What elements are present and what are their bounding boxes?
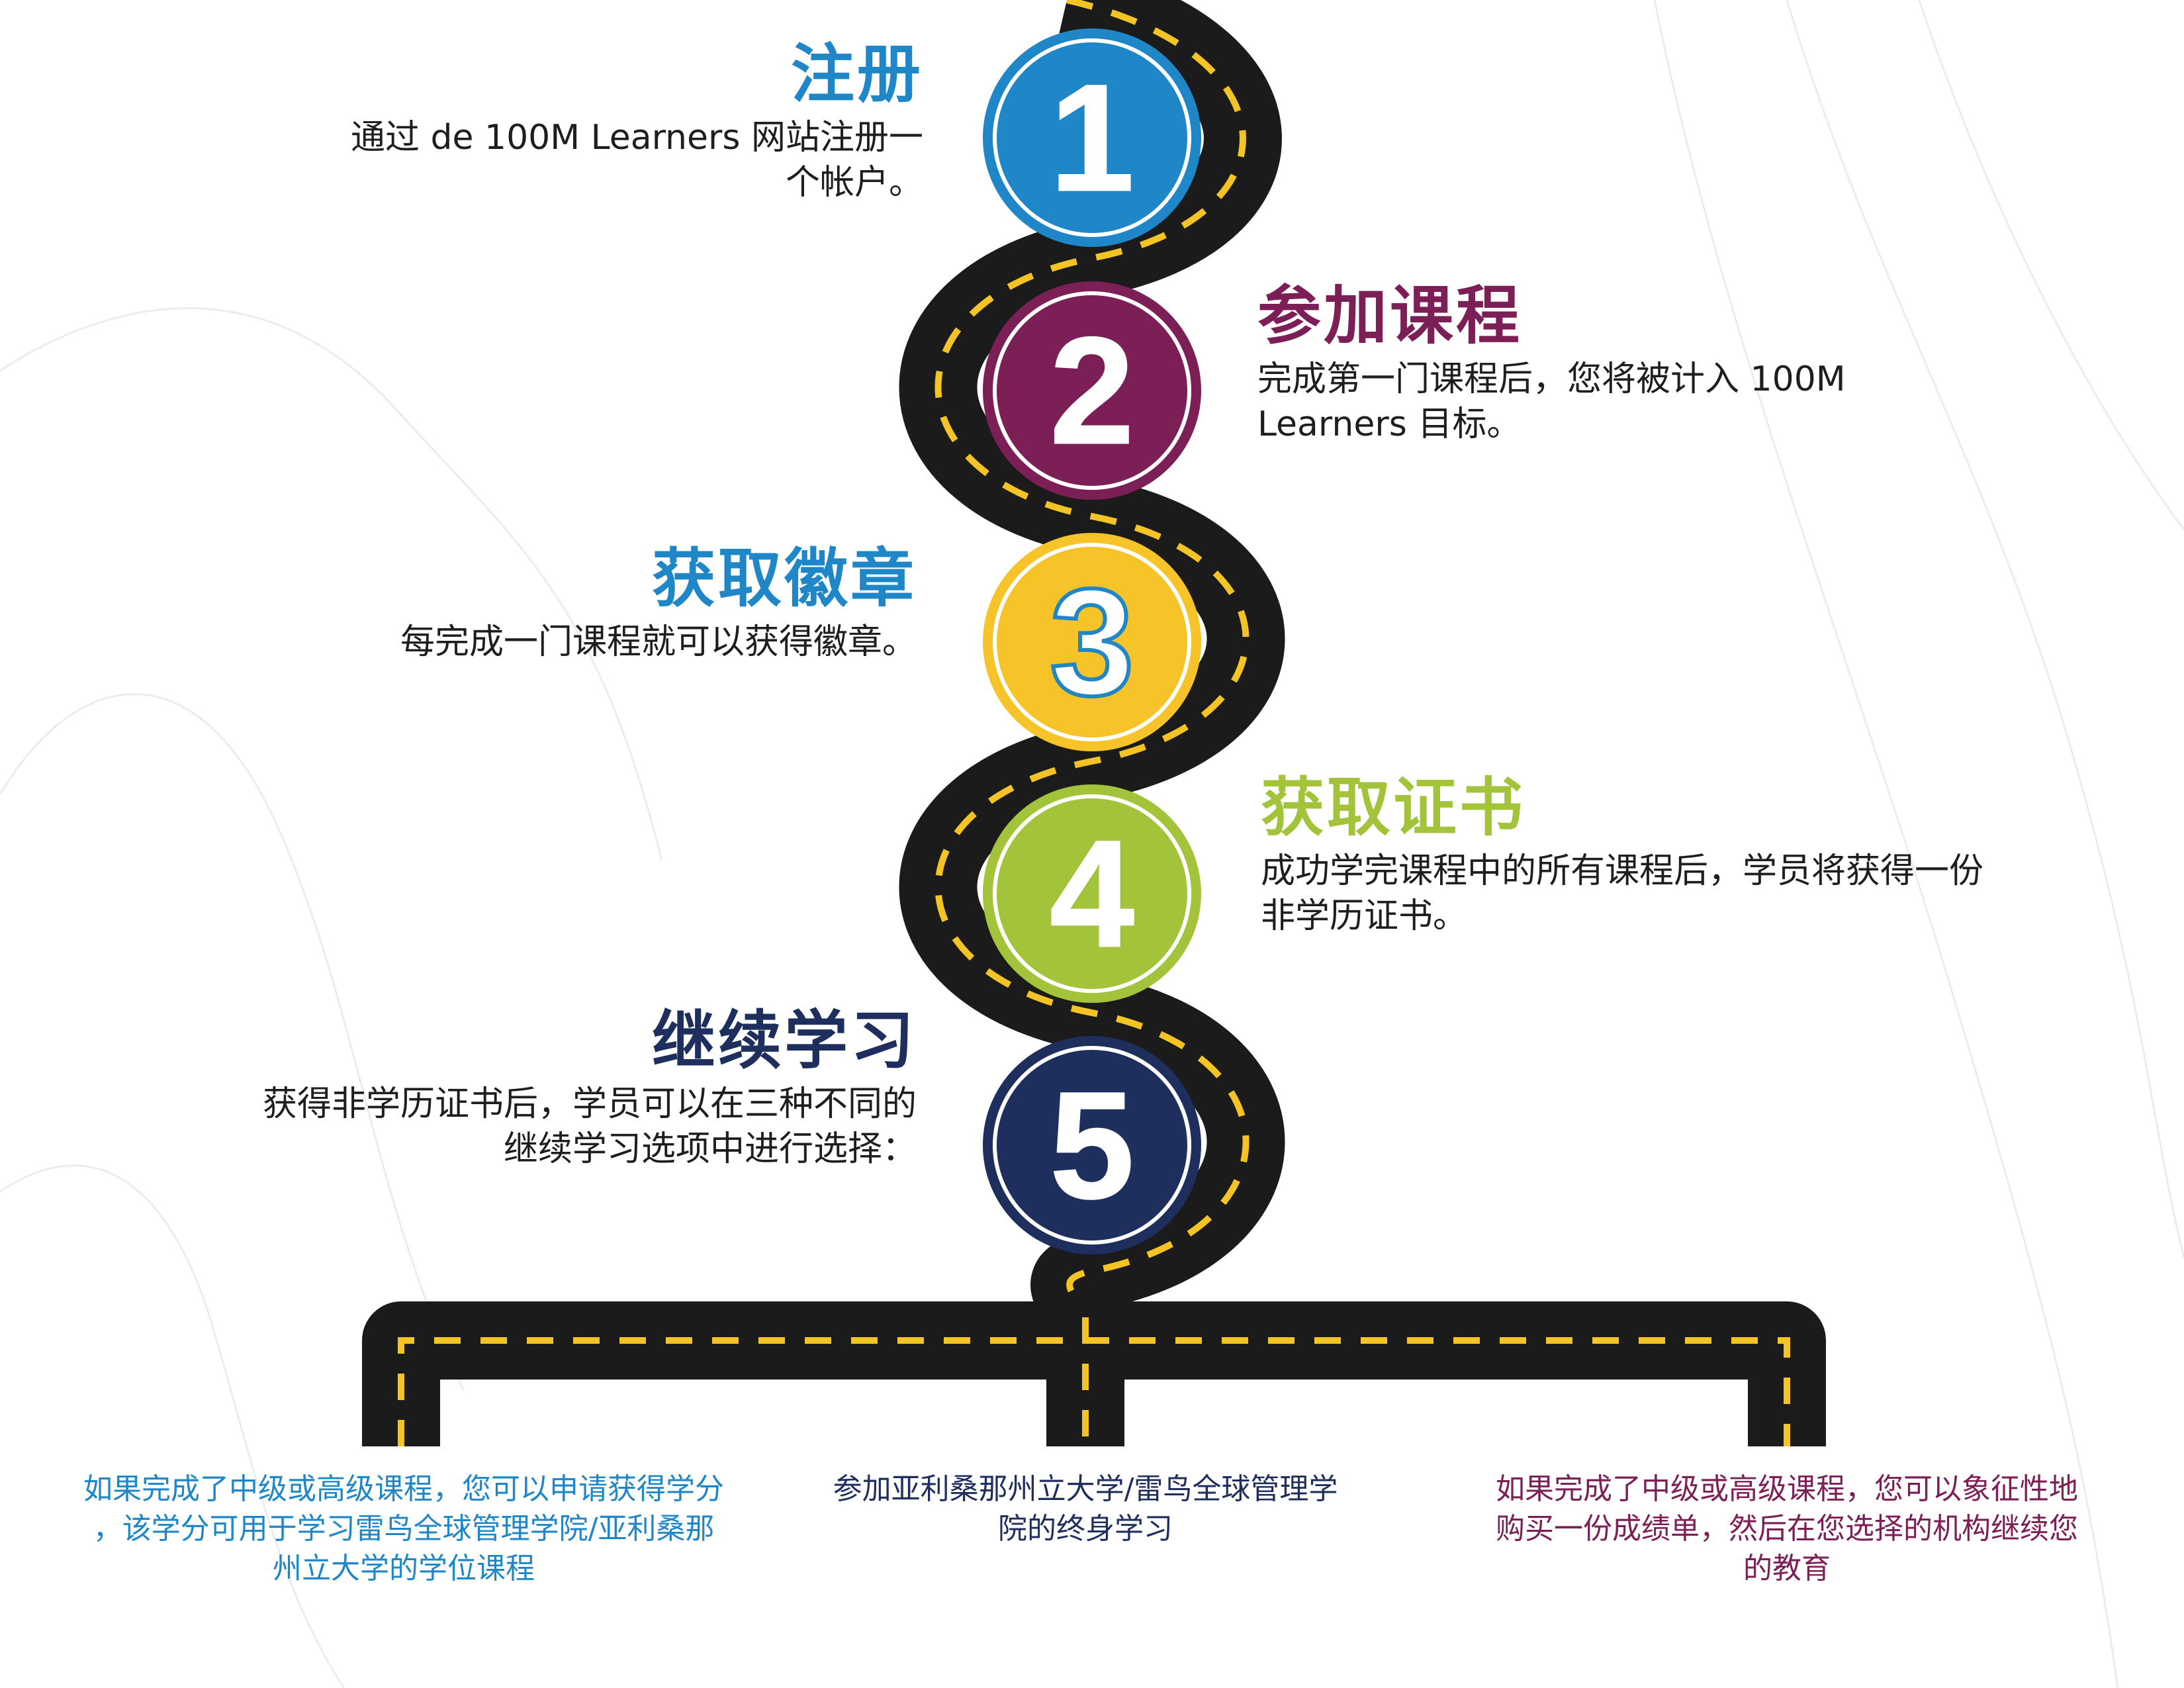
step-2-description: 完成第一门课程后，您将被计入 100M Learners 目标。	[1257, 359, 1846, 445]
step-4-title: 获取证书	[1261, 771, 1525, 845]
step-number-3: 3	[1050, 557, 1134, 727]
step-number-4: 4	[1050, 809, 1134, 979]
step-5-text: 继续学习 获得非学历证书后，学员可以在三种不同的 继续学习选项中进行选择：	[56, 1006, 917, 1172]
step-5-description: 获得非学历证书后，学员可以在三种不同的 继续学习选项中进行选择：	[262, 1084, 917, 1170]
step-3-description: 每完成一门课程就可以获得徽章。	[400, 622, 917, 662]
outcome-middle: 参加亚利桑那州立大学/雷鸟全球管理学 院的终身学习	[833, 1472, 1338, 1546]
step-circle-3: 3	[983, 533, 1201, 751]
step-circle-1: 1	[983, 28, 1201, 247]
step-5-title: 继续学习	[652, 1004, 917, 1078]
step-1-text: 注册 通过 de 100M Learners 网站注册一 个帐户。	[129, 37, 923, 206]
branch-lane-markings	[398, 1317, 1790, 1446]
step-circle-2: 2	[983, 281, 1201, 500]
step-4-description: 成功学完课程中的所有课程后，学员将获得一份 非学历证书。	[1261, 851, 1984, 937]
step-3-text: 获取徽章 每完成一门课程就可以获得徽章。	[122, 541, 917, 665]
step-number-5: 5	[1050, 1060, 1134, 1231]
step-circle-4: 4	[983, 784, 1201, 1003]
road-lane-markings	[934, 0, 1250, 1325]
step-3-title: 获取徽章	[652, 541, 917, 616]
outcome-left: 如果完成了中级或高级课程，您可以申请获得学分 ，该学分可用于学习雷鸟全球管理学院…	[83, 1472, 724, 1585]
step-1-title: 注册	[791, 37, 923, 111]
step-2-text: 参加课程 完成第一门课程后，您将被计入 100M Learners 目标。	[1257, 281, 2118, 447]
outcome-right: 如果完成了中级或高级课程，您可以象征性地 购买一份成绩单，然后在您选择的机构继续…	[1496, 1472, 2078, 1585]
step-circle-5: 5	[983, 1036, 1201, 1254]
step-1-description: 通过 de 100M Learners 网站注册一 个帐户。	[350, 117, 923, 203]
step-4-text: 获取证书 成功学完课程中的所有课程后，学员将获得一份 非学历证书。	[1261, 773, 2148, 939]
step-2-title: 参加课程	[1257, 279, 1522, 353]
step-number-1: 1	[1050, 53, 1134, 223]
step-number-2: 2	[1050, 306, 1134, 476]
